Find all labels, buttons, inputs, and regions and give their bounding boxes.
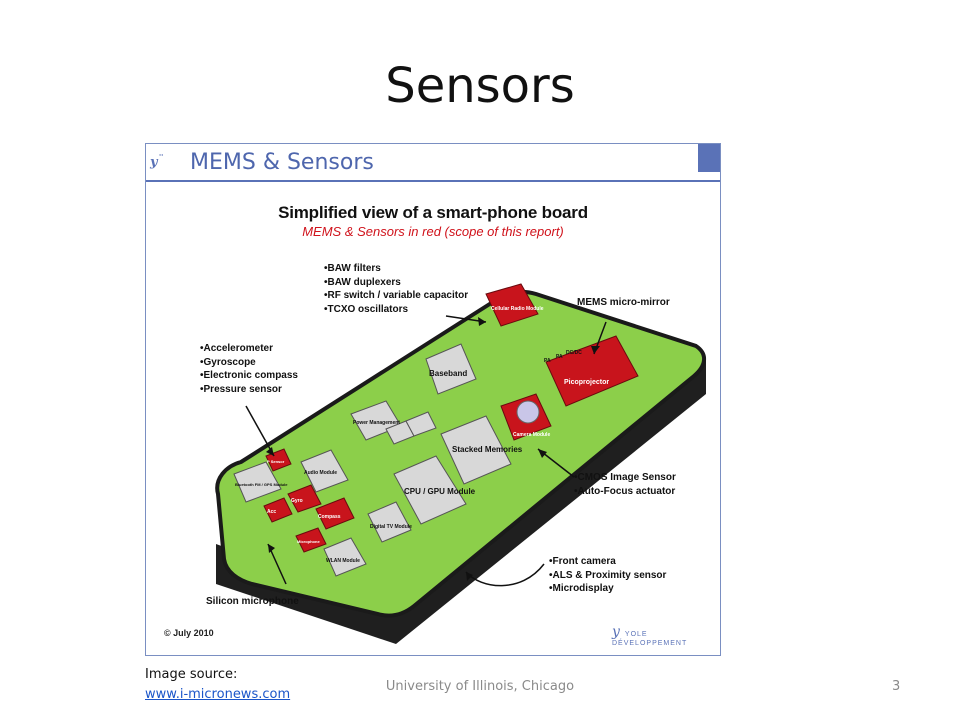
svg-text:y: y	[149, 155, 159, 170]
figure-subtitle: MEMS & Sensors in red (scope of this rep…	[302, 224, 564, 239]
chip-pa-1: PA	[544, 358, 551, 364]
figure-mems-board: y'' MEMS & Sensors Simplified view of a …	[145, 143, 721, 656]
callout-rf-components: •BAW filters •BAW duplexers •RF switch /…	[324, 263, 469, 315]
chip-gyro: Gyro	[291, 498, 303, 504]
image-source-link[interactable]: www.i-micronews.com	[145, 687, 291, 702]
slide-title: Sensors	[385, 58, 575, 114]
callout-cmos-image-sensor: •CMOS Image Sensor •Auto-Focus actuator	[574, 472, 676, 497]
chip-stacked-memories: Stacked Memories	[452, 445, 523, 454]
chip-power-management: Power Management	[353, 420, 400, 426]
callout-inertial-sensors: •Accelerometer •Gyroscope •Electronic co…	[200, 343, 298, 395]
header-corner-block	[698, 144, 720, 172]
figure-title: Simplified view of a smart-phone board	[278, 203, 588, 222]
svg-text:'': ''	[159, 153, 163, 161]
chip-dcdc: DC/DC	[566, 350, 582, 356]
callout-mems-micro-mirror: MEMS micro-mirror	[577, 297, 670, 308]
footer-institution: University of Illinois, Chicago	[385, 679, 575, 694]
chip-compass: Compass	[318, 514, 341, 520]
chip-acc: Acc	[267, 509, 276, 515]
yole-small-logo-icon: y	[612, 624, 621, 640]
chip-pa-2: PA	[556, 354, 563, 360]
chip-microphone: Microphone	[297, 539, 320, 544]
chip-digital-tv: Digital TV Module	[370, 524, 412, 530]
figure-copyright: © July 2010	[164, 628, 214, 638]
callout-front-camera: •Front camera •ALS & Proximity sensor •M…	[549, 556, 667, 594]
yole-logo-icon: y''	[149, 150, 171, 172]
page-number: 3	[892, 679, 901, 694]
figure-heading: Simplified view of a smart-phone board M…	[146, 203, 720, 239]
board-illustration: Baseband CPU / GPU Module Stacked Memori…	[215, 283, 706, 644]
chip-baseband: Baseband	[429, 369, 467, 378]
chip-cpu-gpu: CPU / GPU Module	[404, 487, 476, 496]
chip-cellular-radio: Cellular Radio Module	[491, 306, 544, 312]
chip-wlan: WLAN Module	[326, 558, 360, 564]
callout-silicon-microphone: Silicon microphone	[206, 596, 299, 607]
figure-header: y'' MEMS & Sensors	[146, 144, 720, 182]
chip-camera-module: Camera Module	[513, 432, 550, 438]
image-source: Image source: www.i-micronews.com	[145, 665, 290, 705]
chip-picoprojector: Picoprojector	[564, 379, 609, 386]
image-source-label: Image source:	[145, 667, 238, 682]
figure-brand-title: MEMS & Sensors	[190, 150, 374, 175]
chip-p-sensor: P Sensor	[267, 459, 285, 464]
chip-audio-module: Audio Module	[304, 470, 337, 476]
chip-bluetooth: Bluetooth FM / GPS Module	[235, 482, 288, 487]
